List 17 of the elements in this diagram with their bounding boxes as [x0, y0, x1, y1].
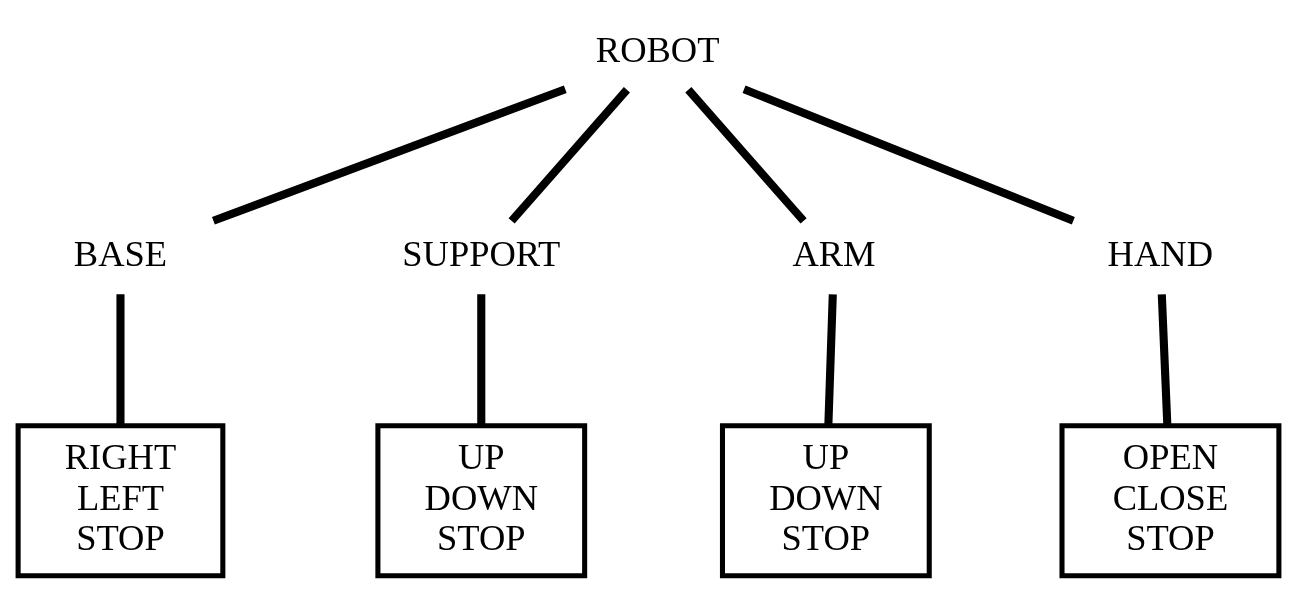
connector — [685, 87, 807, 224]
connector — [477, 294, 486, 426]
node-text: HAND — [1107, 233, 1213, 275]
connector — [116, 294, 125, 426]
connector — [212, 85, 567, 225]
node-box: UP DOWN STOP — [375, 423, 588, 579]
node-box: RIGHT LEFT STOP — [15, 423, 226, 579]
connector — [1157, 294, 1172, 426]
connector — [508, 87, 630, 224]
connector — [824, 294, 837, 426]
node-text: BASE — [73, 233, 168, 275]
node-box: UP DOWN STOP — [719, 423, 932, 579]
node-text: ROBOT — [595, 28, 720, 70]
node-text: ARM — [792, 233, 876, 275]
node-text: SUPPORT — [402, 233, 561, 275]
node-box: OPEN CLOSE STOP — [1059, 423, 1282, 579]
connector — [742, 85, 1075, 225]
